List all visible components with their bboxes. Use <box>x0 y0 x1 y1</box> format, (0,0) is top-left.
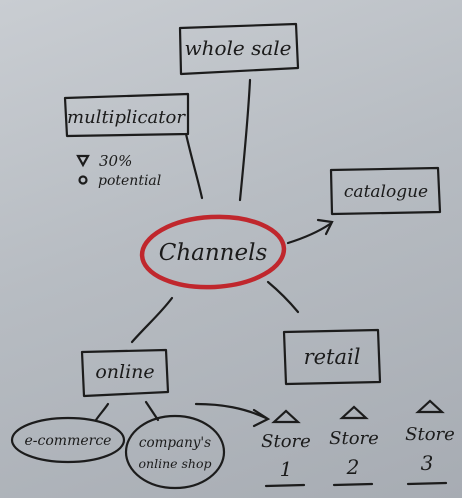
note-block: 30% potential <box>76 152 161 189</box>
link-retail <box>266 280 300 314</box>
store-2: Store 2 <box>329 405 379 487</box>
label-company-shop-line2: online shop <box>139 456 212 471</box>
label-wholesale: whole sale <box>184 36 291 60</box>
oval-company-shop <box>124 414 226 490</box>
store-number: 2 <box>346 455 360 479</box>
store-label: Store <box>261 431 311 452</box>
connectors <box>94 78 334 428</box>
link-stores <box>194 402 268 420</box>
label-online: online <box>95 361 154 383</box>
store-3: Store 3 <box>405 399 455 486</box>
store-triangle-icon <box>271 409 301 424</box>
link-online <box>130 296 174 344</box>
store-triangle-icon <box>415 399 445 414</box>
arrowhead-stores <box>252 408 271 428</box>
store-1: Store 1 <box>261 409 311 488</box>
link-wholesale <box>238 78 252 202</box>
note-potential: potential <box>98 173 161 189</box>
link-catalogue <box>286 222 332 245</box>
store-triangle-icon <box>339 405 369 420</box>
link-multiplicator <box>184 132 204 200</box>
label-catalogue: catalogue <box>344 182 428 202</box>
link-company-shop <box>144 400 160 422</box>
oval-ecommerce <box>10 416 126 464</box>
box-catalogue <box>329 166 442 216</box>
store-label: Store <box>329 428 379 449</box>
box-online <box>80 348 170 398</box>
link-ecommerce <box>94 402 110 422</box>
note-percent: 30% <box>99 152 132 170</box>
label-ecommerce: e-commerce <box>25 433 112 449</box>
arrowhead-catalogue <box>316 218 334 236</box>
label-channels: Channels <box>159 240 268 266</box>
store-underline <box>406 481 448 486</box>
node-boxes <box>10 22 442 490</box>
box-wholesale <box>178 22 300 76</box>
label-company-shop-line1: company's <box>139 435 211 451</box>
box-retail <box>282 328 382 386</box>
store-number: 3 <box>421 451 434 475</box>
store-underline <box>264 483 306 488</box>
store-underline <box>332 482 374 487</box>
center-ellipse <box>139 214 287 290</box>
store-number: 1 <box>280 457 293 481</box>
bullet-icon <box>78 175 88 185</box>
triangle-down-icon <box>76 154 90 168</box>
store-label: Store <box>405 424 455 445</box>
box-multiplicator <box>63 92 190 138</box>
label-retail: retail <box>304 345 361 369</box>
label-multiplicator: multiplicator <box>67 107 186 128</box>
